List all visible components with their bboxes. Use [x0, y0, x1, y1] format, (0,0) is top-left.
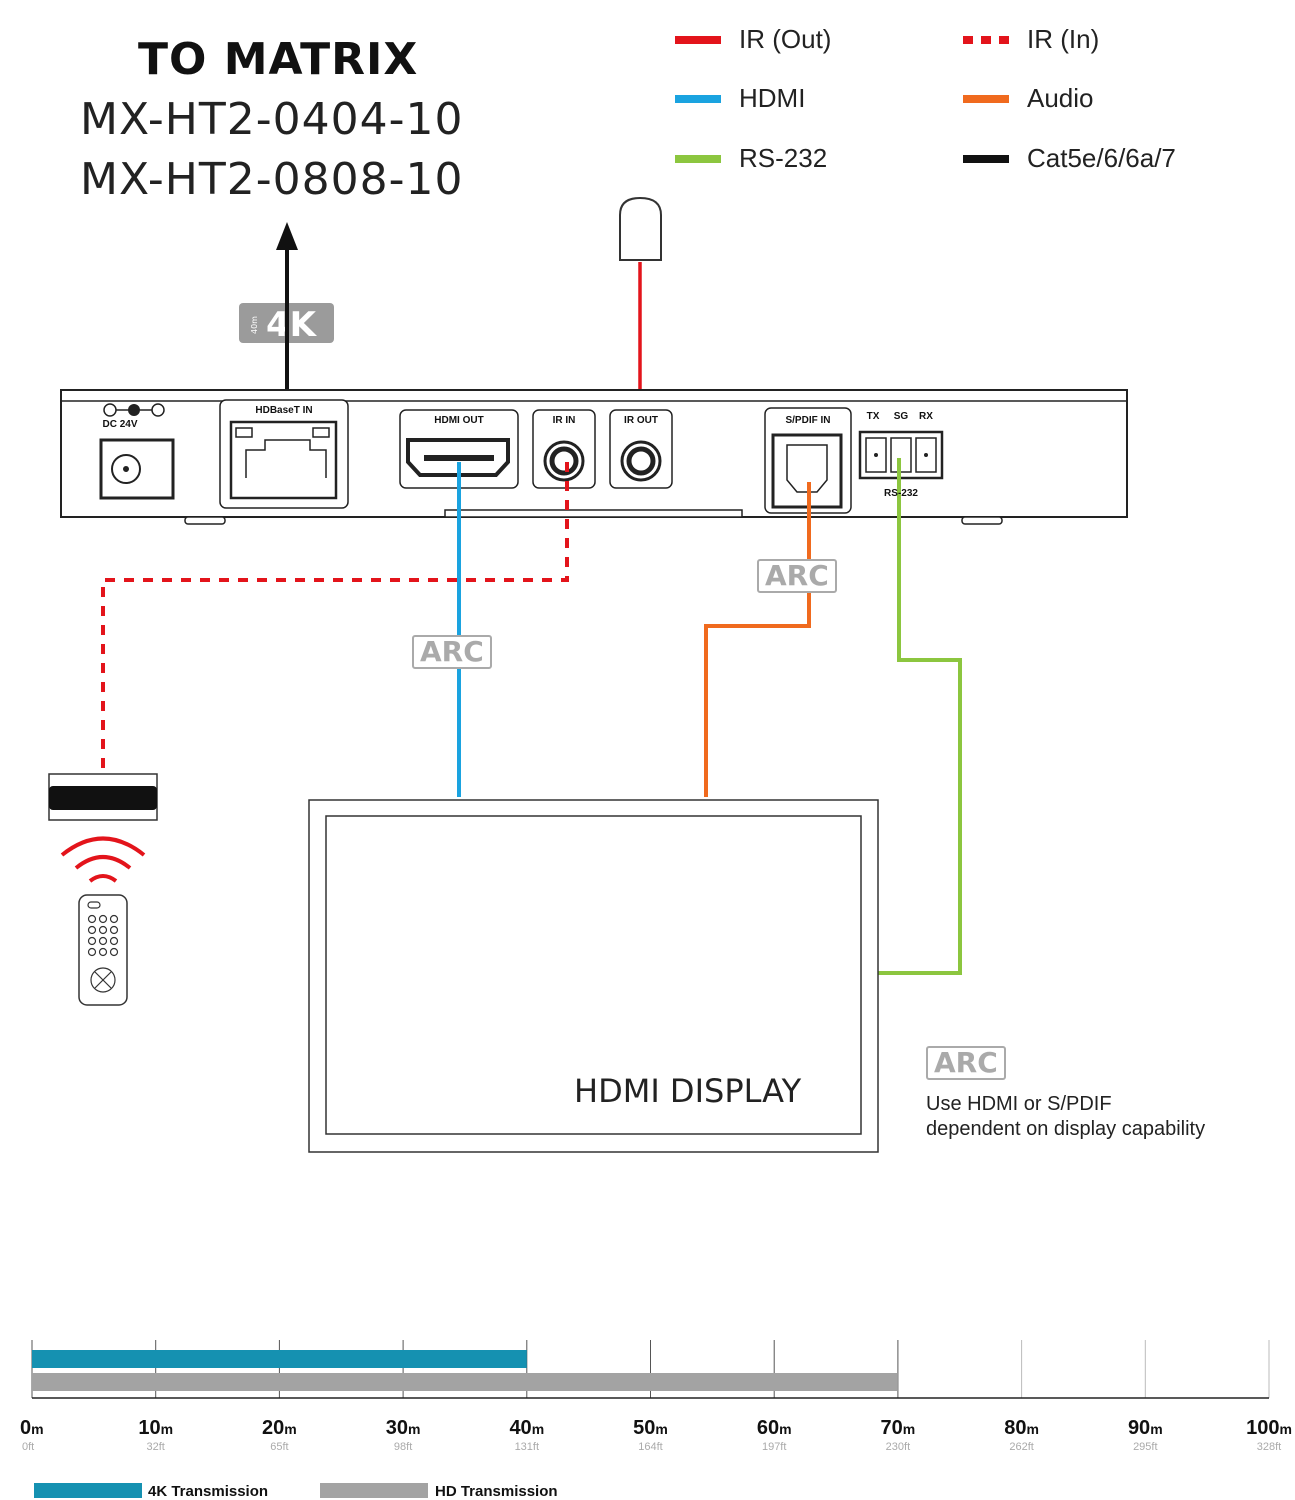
tick-label-ft: 131ft: [514, 1441, 540, 1453]
arc-note-line-1: Use HDMI or S/PDIF: [926, 1093, 1112, 1115]
tick-label-ft: 230ft: [885, 1441, 911, 1453]
tick-label-m: 40m: [509, 1417, 545, 1439]
key-label-hd: HD Transmission: [435, 1483, 558, 1500]
tick-label-ft: 262ft: [1009, 1441, 1034, 1453]
ir-signal-icon: [60, 836, 146, 883]
tick-label-m: 70m: [880, 1417, 916, 1439]
legend-label: RS-232: [739, 143, 828, 173]
rs232-label: RS-232: [884, 488, 918, 499]
model-name-1: MX-HT2-0404-10: [80, 94, 464, 145]
hdmi-display: [308, 799, 879, 1153]
badge-4k-distance: 40m: [250, 316, 259, 334]
legend-label: IR (In): [1027, 24, 1100, 54]
ir-in-label: IR IN: [552, 415, 576, 426]
ir-in-port: [532, 409, 596, 489]
model-name-2: MX-HT2-0808-10: [80, 154, 464, 205]
wiring-diagram: 40m 4K: [48, 196, 1128, 1153]
rs232-pin-tx: TX: [866, 411, 880, 422]
key-swatch-hd: [320, 1483, 428, 1498]
ir-out-label: IR OUT: [624, 415, 658, 426]
title-to-matrix: TO MATRIX: [138, 34, 419, 85]
audio-cable: [704, 482, 811, 797]
legend-item-audio: Audio: [963, 83, 1094, 114]
rs232-pin-sg: SG: [893, 411, 909, 422]
hdbaset-label: HDBaseT IN: [255, 405, 313, 416]
tick-label-m: 90m: [1127, 1417, 1163, 1439]
tick-label-ft: 65ft: [270, 1441, 289, 1453]
tick-label-ft: 197ft: [761, 1441, 787, 1453]
legend-item-hdmi: HDMI: [675, 83, 805, 114]
tick-label-m: 0m: [20, 1417, 44, 1439]
tick-label-ft: 328ft: [1256, 1441, 1282, 1453]
tick-label-ft: 0ft: [22, 1441, 35, 1453]
tick-label-ft: 98ft: [393, 1441, 413, 1453]
legend-swatch-rs232: [675, 154, 721, 163]
bar-4k: [32, 1350, 527, 1368]
legend-swatch-ir-out: [675, 35, 721, 44]
tick-label-m: 20m: [262, 1417, 297, 1439]
hdbaset-port: [219, 399, 349, 509]
legend-label: Audio: [1027, 83, 1094, 113]
arc-badge-spdif: ARC: [757, 559, 837, 593]
ir-in-cable: [101, 462, 569, 775]
rs232-cable: [878, 458, 962, 975]
remote-control-icon: [78, 894, 128, 1006]
legend-swatch-ir-in: [963, 35, 1009, 44]
ir-emitter-icon: [619, 196, 662, 261]
legend-item-cat: Cat5e/6/6a/7: [963, 143, 1176, 174]
hdmi-out-port: [399, 409, 519, 489]
tick-label-ft: 32ft: [146, 1441, 165, 1453]
ir-out-port: [609, 409, 673, 489]
tick-label-m: 100m: [1246, 1417, 1292, 1439]
arc-note-line-2: dependent on display capability: [926, 1118, 1206, 1140]
hdmi-out-label: HDMI OUT: [434, 415, 484, 426]
tick-label-m: 80m: [1004, 1417, 1039, 1439]
tick-label-m: 30m: [385, 1417, 421, 1439]
bar-hd: [32, 1373, 898, 1391]
arc-badge-hdmi: ARC: [412, 635, 492, 669]
tick-label-m: 10m: [138, 1417, 174, 1439]
distance-chart: [31, 1340, 1270, 1399]
legend-item-ir-in: IR (In): [963, 24, 1099, 55]
key-label-4k: 4K Transmission: [148, 1483, 269, 1500]
legend-swatch-hdmi: [675, 94, 721, 103]
legend-item-rs232: RS-232: [675, 143, 827, 174]
tick-label-ft: 295ft: [1133, 1441, 1158, 1453]
arc-note-badge: ARC: [926, 1046, 1006, 1080]
spdif-label: S/PDIF IN: [785, 415, 831, 426]
key-swatch-4k: [34, 1483, 142, 1498]
display-label: HDMI DISPLAY: [574, 1072, 802, 1110]
legend-label: HDMI: [739, 83, 806, 113]
power-label: DC 24V: [102, 419, 138, 430]
power-port: [99, 403, 175, 500]
tick-label-m: 50m: [633, 1417, 668, 1439]
ir-receiver-icon: [48, 773, 158, 821]
legend-swatch-audio: [963, 94, 1009, 103]
legend-label: Cat5e/6/6a/7: [1027, 143, 1176, 173]
rs232-pin-rx: RX: [919, 411, 933, 422]
legend-item-ir-out: IR (Out): [675, 24, 831, 55]
badge-4k-label: 4K: [266, 305, 318, 345]
spdif-port: [764, 407, 852, 514]
legend-label: IR (Out): [739, 24, 832, 54]
tick-label-m: 60m: [756, 1417, 792, 1439]
tick-label-ft: 164ft: [638, 1441, 663, 1453]
legend-swatch-cat: [963, 154, 1009, 163]
